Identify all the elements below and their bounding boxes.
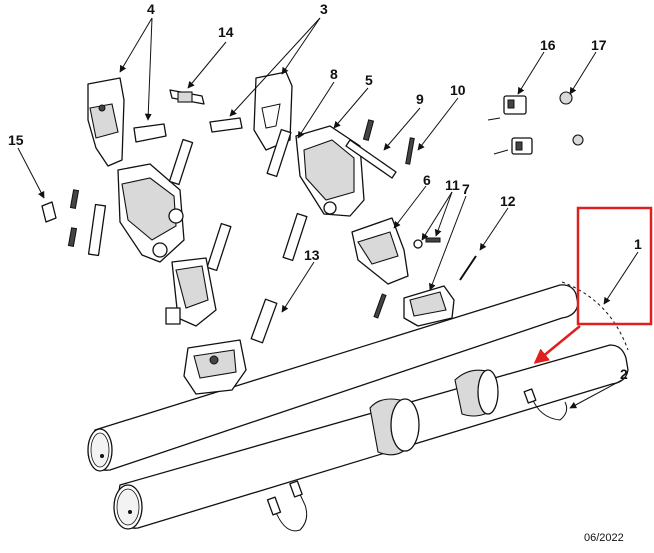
callout-labels: 4 14 3 15 8 5 9 10 16 17 6 11 7 12 13 1 … bbox=[8, 1, 642, 544]
clamp-part-7 bbox=[373, 285, 455, 327]
rod-part-9 bbox=[345, 137, 415, 179]
tube-clamp-rings bbox=[369, 369, 499, 456]
callout-16: 16 bbox=[540, 37, 556, 53]
callout-2: 2 bbox=[620, 366, 628, 382]
reference-arc bbox=[561, 281, 629, 351]
callout-4: 4 bbox=[147, 1, 155, 17]
callout-8: 8 bbox=[330, 66, 338, 82]
small-parts-part-11 bbox=[413, 237, 441, 249]
pivot-bracket-lower bbox=[165, 257, 247, 395]
leader-lines bbox=[17, 17, 639, 409]
callout-13: 13 bbox=[304, 247, 320, 263]
callout-11: 11 bbox=[445, 177, 460, 193]
part-1-highlight bbox=[533, 206, 653, 364]
main-tube-rear bbox=[87, 284, 579, 472]
callout-6: 6 bbox=[423, 172, 431, 188]
bracket-plate-part-4 bbox=[87, 77, 167, 167]
callout-5: 5 bbox=[365, 72, 373, 88]
callout-15: 15 bbox=[8, 132, 24, 148]
callout-14: 14 bbox=[218, 24, 234, 40]
callout-17: 17 bbox=[591, 37, 607, 53]
callout-10: 10 bbox=[450, 82, 466, 98]
small-bar-part-14 bbox=[169, 89, 205, 105]
callout-1: 1 bbox=[634, 236, 642, 252]
tag-part-15 bbox=[41, 201, 57, 223]
hydraulic-hose-rear bbox=[523, 388, 568, 421]
callout-7: 7 bbox=[462, 181, 470, 197]
hydraulic-hose-front bbox=[266, 480, 308, 532]
fittings-part-17 bbox=[559, 91, 584, 146]
bolt-part-12 bbox=[459, 255, 477, 281]
date-stamp: 06/2022 bbox=[584, 532, 624, 544]
bracket-part-6 bbox=[351, 217, 409, 285]
hinge-assembly-left bbox=[67, 163, 185, 263]
mount-assembly-part-5 bbox=[295, 119, 375, 217]
valve-blocks-part-16 bbox=[487, 95, 533, 155]
pin-group bbox=[168, 128, 308, 344]
callout-12: 12 bbox=[500, 193, 516, 209]
main-tube-front bbox=[113, 344, 629, 530]
callout-3: 3 bbox=[320, 1, 328, 17]
callout-9: 9 bbox=[416, 91, 424, 107]
